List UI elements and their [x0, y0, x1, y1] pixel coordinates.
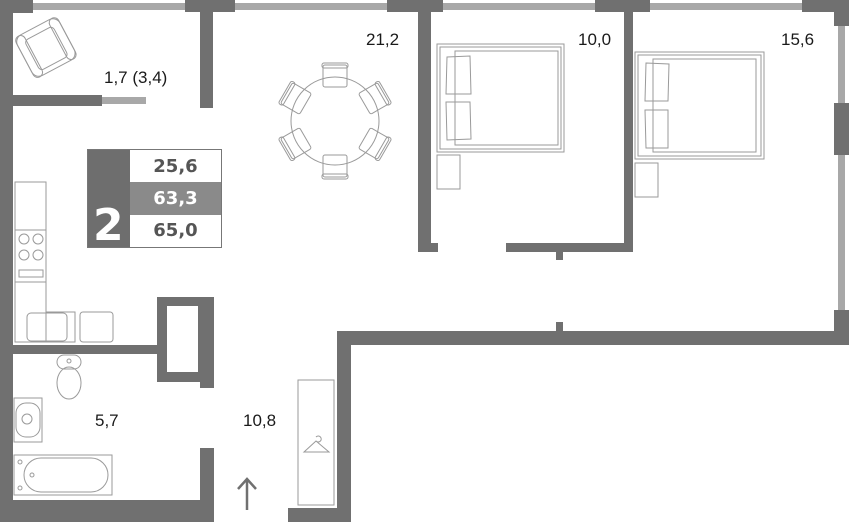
area-without-balcony-value: 63,3: [130, 182, 221, 215]
apartment-summary-box: 2 25,6 63,3 65,0: [87, 149, 222, 251]
entrance-arrow-icon: [237, 477, 257, 510]
sink-icon: [13, 397, 43, 443]
toilet-icon: [56, 354, 82, 400]
armchair-icon: [15, 17, 77, 78]
wardrobe-icon: [297, 379, 335, 506]
total-area-value: 65,0: [153, 220, 198, 242]
bathtub-icon: [13, 454, 113, 496]
windows: [33, 3, 845, 310]
room-count: 2: [93, 200, 124, 251]
kitchen-counter-icon: [14, 181, 114, 343]
room-count-badge: 2: [88, 150, 130, 251]
bed-icon: [436, 43, 565, 190]
area-summary: 25,6 63,3 65,0: [130, 150, 221, 247]
living-area-value: 25,6: [153, 155, 198, 177]
bedroom-2-area-label: 15,6: [781, 30, 815, 49]
furniture: [13, 17, 765, 506]
bedroom-1-area-label: 10,0: [578, 30, 612, 49]
balcony-area-label: 1,7 (3,4): [104, 68, 168, 87]
dining-table-icon: [278, 62, 392, 180]
hallway-area-label: 10,8: [243, 411, 277, 430]
bed-icon: [634, 51, 765, 198]
kitchen-living-area-label: 21,2: [366, 30, 400, 49]
bathroom-area-label: 5,7: [95, 411, 119, 430]
